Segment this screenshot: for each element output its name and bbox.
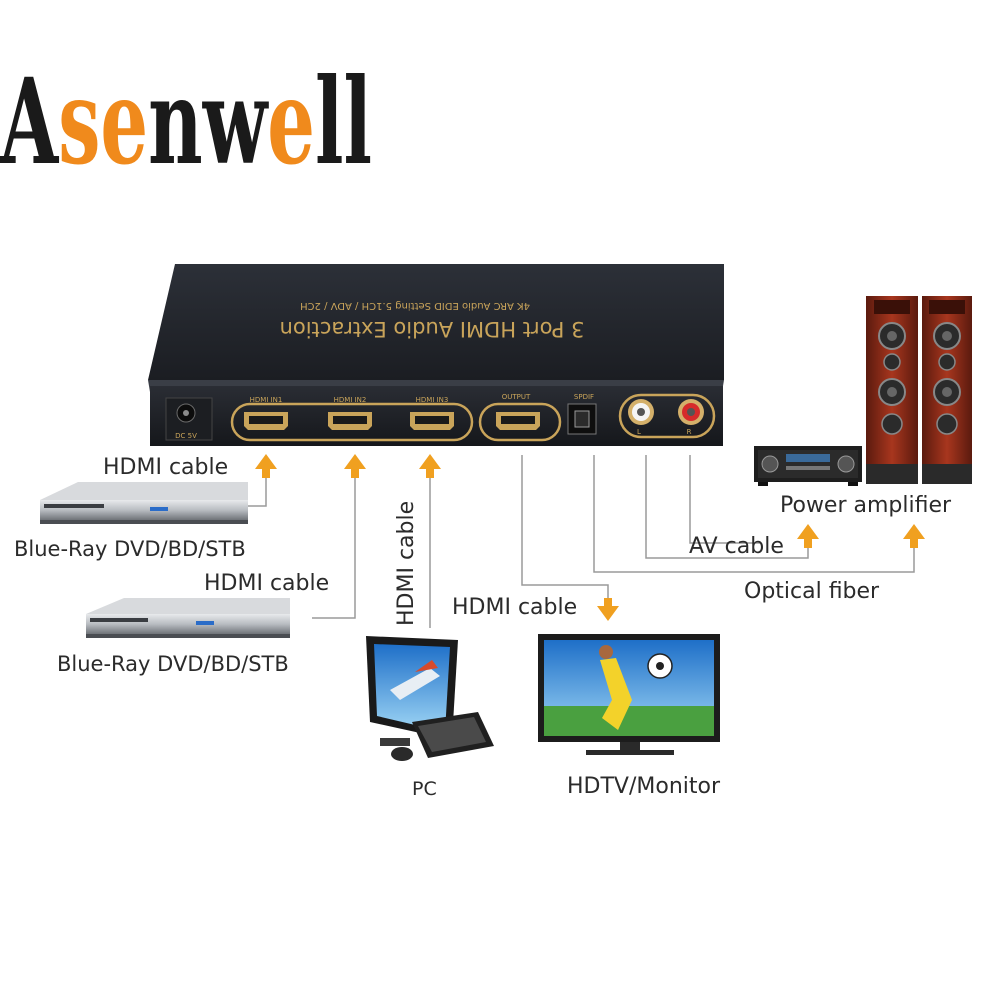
rca-right-label: R: [687, 428, 692, 436]
arrow-up-in1-icon: [255, 454, 277, 478]
rca-right-port: [678, 399, 704, 425]
hdmi-cable-label-1: HDMI cable: [103, 455, 228, 480]
optical-fiber-label: Optical fiber: [744, 579, 880, 604]
arrow-up-in2-icon: [344, 454, 366, 478]
hdmi-output-port: [496, 412, 540, 430]
pc-computer: [366, 636, 494, 761]
hdmi-audio-extractor: 3 Port HDMI Audio Extraction 4K ARC Audi…: [148, 264, 724, 446]
bluray-label-2: Blue-Ray DVD/BD/STB: [57, 652, 289, 676]
output-port-group: [478, 402, 562, 442]
signal-arrows: [255, 454, 925, 621]
dc-label: DC 5V: [175, 432, 197, 440]
output-label: OUTPUT: [502, 393, 531, 401]
bluray-label-1: Blue-Ray DVD/BD/STB: [14, 537, 246, 561]
spdif-port: [567, 403, 597, 435]
hdmi-in3-port: [410, 412, 454, 430]
hdmi-in2-label: HDMI IN2: [334, 396, 367, 404]
bluray-player-2: [86, 598, 290, 638]
hdmi-in3-label: HDMI IN3: [416, 396, 449, 404]
hdmi-in2-port: [328, 412, 372, 430]
power-amplifier: [754, 446, 862, 486]
spdif-label: SPDIF: [574, 393, 594, 401]
power-amplifier-label: Power amplifier: [780, 493, 952, 518]
input-port-group: [230, 402, 474, 442]
hdtv-monitor: [538, 634, 720, 755]
brand-logo: Asenwell: [0, 52, 372, 191]
rca-left-label: L: [637, 428, 641, 436]
hdtv-label: HDTV/Monitor: [567, 774, 721, 799]
device-title: 3 Port HDMI Audio Extraction: [280, 317, 585, 341]
line-av-left: [645, 455, 809, 559]
line-av-right: [689, 455, 760, 544]
connection-lines: [241, 455, 915, 628]
speaker-right: [922, 296, 972, 484]
hdmi-cable-label-4: HDMI cable: [452, 595, 577, 620]
line-bluray-1: [241, 475, 267, 507]
line-bluray-2: [312, 475, 356, 619]
arrow-up-optical-icon: [903, 524, 925, 548]
logo-text: Asenwell: [0, 52, 372, 191]
hdmi-in1-port: [244, 412, 288, 430]
hdmi-cable-label-3: HDMI cable: [394, 501, 419, 626]
bluray-player-1: [40, 482, 248, 524]
arrow-up-in3-icon: [419, 454, 441, 478]
rca-port-group: [618, 393, 716, 439]
line-hdtv: [521, 455, 609, 600]
arrow-down-hdtv-icon: [597, 598, 619, 621]
arrow-up-av-icon: [797, 524, 819, 548]
speaker-left: [866, 296, 918, 484]
av-cable-label: AV cable: [689, 534, 784, 559]
device-top: [148, 264, 724, 380]
pc-label: PC: [412, 778, 437, 800]
hdmi-cable-label-2: HDMI cable: [204, 571, 329, 596]
line-optical: [593, 455, 915, 573]
device-features: 4K ARC Audio EDID Setting 5.1CH / ADV / …: [300, 300, 530, 311]
rca-left-port: [628, 399, 654, 425]
hdmi-in1-label: HDMI IN1: [250, 396, 283, 404]
